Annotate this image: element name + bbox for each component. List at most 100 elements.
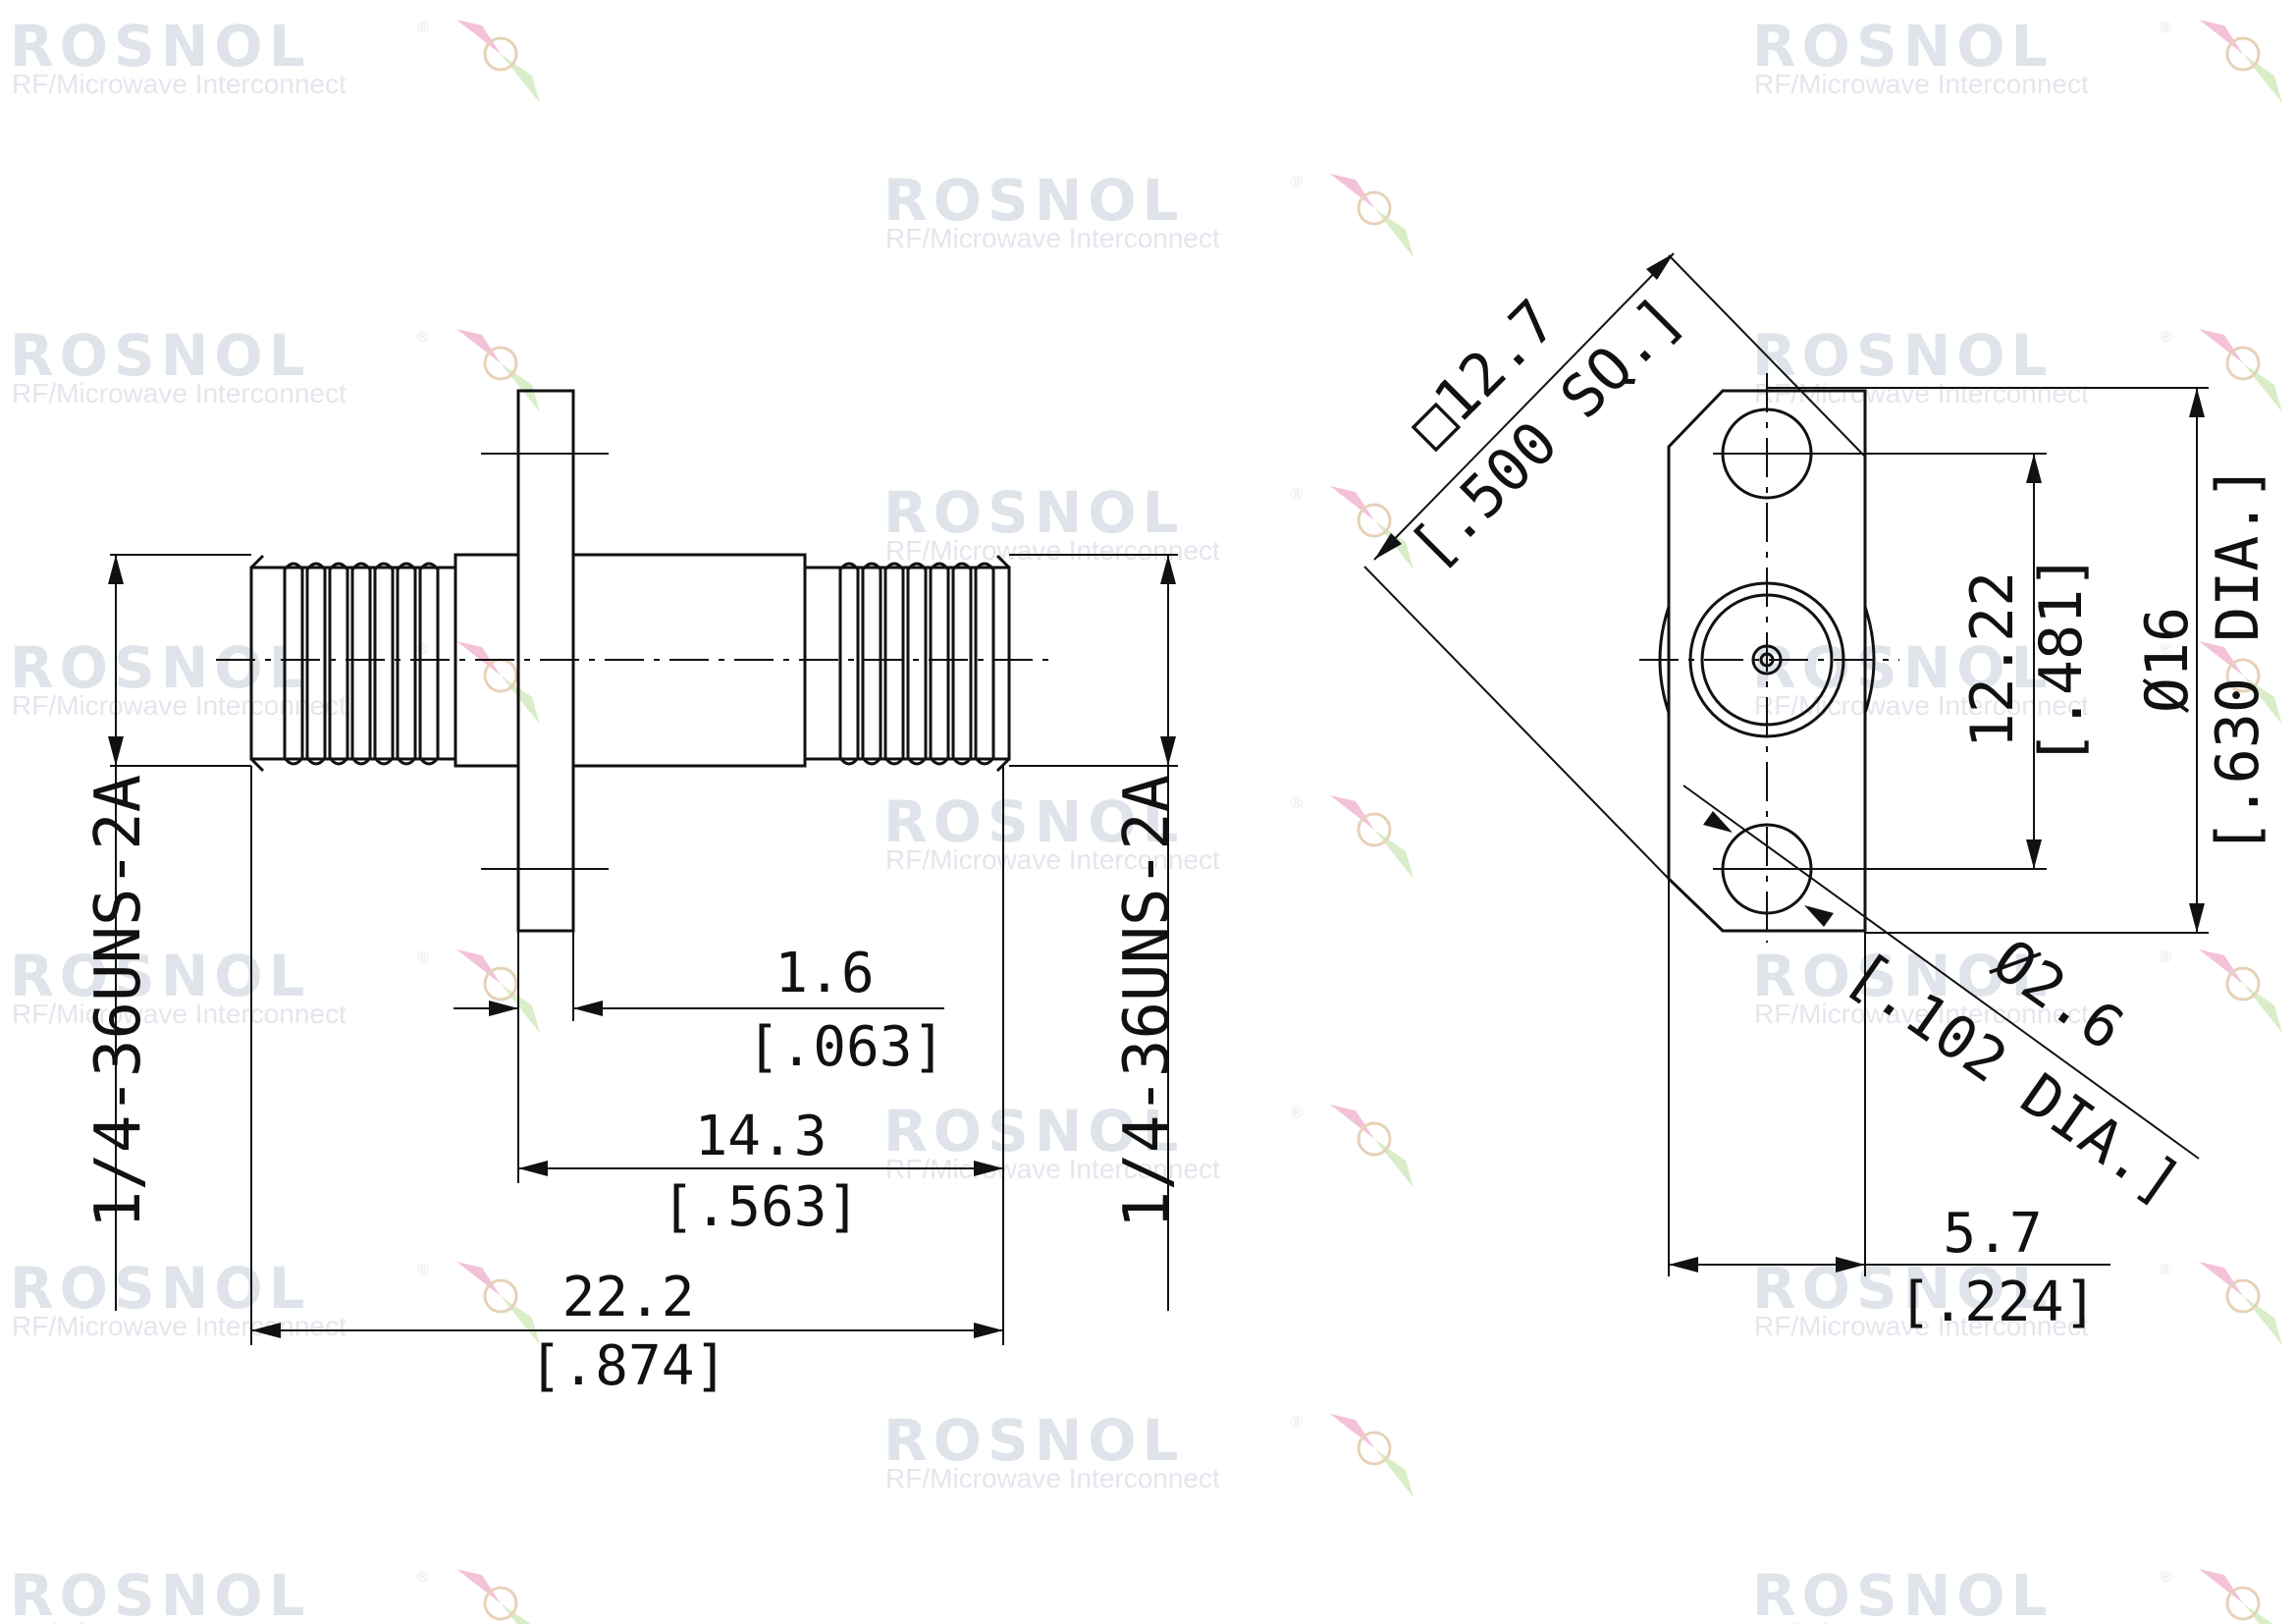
watermark-brand: ROSNOL — [10, 943, 311, 1009]
watermark-registered: ® — [2160, 329, 2171, 346]
overall-length-mm: 22.2 — [562, 1266, 695, 1329]
hole-spacing-arrow-top — [2026, 454, 2042, 483]
watermark-star-icon — [456, 1257, 540, 1345]
flange-dia-arrow-bottom — [2189, 903, 2205, 933]
right-thread-arrow-bottom — [1160, 736, 1176, 766]
watermark-tagline: RF/Microwave Interconnect — [885, 535, 1220, 566]
watermark-registered: ® — [417, 1569, 429, 1586]
thread-rib — [974, 562, 995, 766]
watermark-star-icon — [2199, 1564, 2282, 1624]
flange-to-end-arrow-left — [518, 1161, 548, 1176]
watermark: ROSNOL®RF/Microwave Interconnect — [883, 788, 1414, 879]
thread-rib — [951, 562, 973, 766]
watermark-star-icon — [1330, 1409, 1414, 1497]
watermark-tagline: RF/Microwave Interconnect — [1754, 1618, 2089, 1624]
watermark-layer: ROSNOL®RF/Microwave InterconnectROSNOL®R… — [10, 13, 2282, 1624]
flange-to-end-inch: [.563] — [662, 1175, 860, 1239]
thread-rib — [838, 562, 860, 766]
left-thread-chamfer-top — [249, 554, 265, 569]
thread-rib — [929, 562, 950, 766]
watermark: ROSNOL®RF/Microwave Interconnect — [1752, 13, 2282, 103]
watermark-tagline: RF/Microwave Interconnect — [1754, 69, 2089, 99]
overall-length-arrow-right — [974, 1323, 1003, 1338]
thread-rib — [906, 562, 928, 766]
flange-thk-arrow-right — [573, 1001, 603, 1016]
thread-rib — [328, 562, 349, 766]
watermark: ROSNOL®RF/Microwave Interconnect — [10, 13, 540, 103]
hole-spacing-inch: [.481] — [2027, 554, 2096, 767]
watermark: ROSNOL®RF/Microwave Interconnect — [10, 322, 540, 412]
watermark: ROSNOL®RF/Microwave Interconnect — [883, 167, 1414, 257]
thread-label-left: 1/4-36UNS-2A — [82, 775, 155, 1228]
watermark-brand: ROSNOL — [10, 634, 311, 701]
watermark-star-icon — [1330, 481, 1414, 569]
left-thread-ribs — [283, 562, 440, 766]
watermark-brand: ROSNOL — [883, 479, 1185, 546]
watermark: ROSNOL®RF/Microwave Interconnect — [10, 1255, 540, 1345]
watermark-registered: ® — [2160, 1569, 2171, 1586]
watermark-star-icon — [456, 1564, 540, 1624]
front-view: □12.7 [.500 SQ.] 12.22 [.481] Ø16 [.630 … — [1363, 252, 2272, 1334]
left-thread-chamfer-bottom — [249, 757, 265, 773]
watermark: ROSNOL ® RF/Microwave Interconnect — [1752, 322, 2282, 412]
thread-label-right: 1/4-36UNS-2A — [1111, 775, 1184, 1228]
thread-rib — [861, 562, 882, 766]
watermark-tagline: RF/Microwave Interconnect — [1754, 378, 2089, 408]
side-view: 1/4-36UNS-2A 1/4-36UNS-2A 1.6 [.063] 14.… — [82, 389, 1184, 1398]
watermark: ROSNOL ® RF/Microwave Interconnect — [10, 1562, 540, 1624]
right-thread-ribs — [838, 562, 995, 766]
flange-dia-arrow-top — [2189, 388, 2205, 417]
hole-dia-arrow-inner — [1804, 905, 1834, 927]
right-thread-arrow-top — [1160, 555, 1176, 584]
watermark-brand: ROSNOL — [10, 322, 311, 389]
hole-dia-arrow-outer — [1703, 811, 1733, 833]
watermark-tagline: RF/Microwave Interconnect — [12, 1618, 347, 1624]
left-thread-arrow-top — [108, 555, 124, 584]
watermark-brand: ROSNOL — [883, 1407, 1185, 1474]
watermark-brand: ROSNOL — [10, 13, 311, 80]
watermark: ROSNOL®RF/Microwave Interconnect — [10, 634, 540, 725]
flange-to-end-arrow-right — [974, 1161, 1003, 1176]
watermark-registered: ® — [2160, 20, 2171, 36]
thread-rib — [350, 562, 372, 766]
left-thread-arrow-bottom — [108, 736, 124, 766]
square-ext-upper — [1668, 254, 1866, 458]
watermark-brand: ROSNOL — [1752, 1255, 2054, 1322]
watermark-tagline: RF/Microwave Interconnect — [1754, 1311, 2089, 1341]
flange-thickness-inch: [.063] — [747, 1015, 945, 1079]
watermark-brand: ROSNOL — [883, 788, 1185, 855]
watermark: ROSNOL ® RF/Microwave Interconnect — [883, 1407, 1414, 1497]
flange-width-inch: [.224] — [1898, 1271, 2097, 1334]
flange-thk-arrow-left — [489, 1001, 518, 1016]
watermark-tagline: RF/Microwave Interconnect — [885, 844, 1220, 875]
square-dim-line — [1373, 252, 1675, 561]
width-arrow-right — [1836, 1257, 1865, 1272]
thread-rib — [883, 562, 905, 766]
thread-rib — [283, 562, 304, 766]
watermark-star-icon — [2199, 324, 2282, 412]
watermark-registered: ® — [1291, 1105, 1303, 1121]
watermark-brand: ROSNOL — [1752, 322, 2054, 389]
watermark-star-icon — [1330, 169, 1414, 257]
watermark-tagline: RF/Microwave Interconnect — [885, 1463, 1220, 1493]
watermark-star-icon — [456, 15, 540, 103]
hole-spacing-arrow-bottom — [2026, 839, 2042, 869]
square-arrow-low — [1374, 533, 1402, 560]
watermark-brand: ROSNOL — [10, 1562, 311, 1624]
flange-diameter-inch: [.630 DIA.] — [2204, 464, 2272, 854]
thread-rib — [396, 562, 417, 766]
watermark-star-icon — [2199, 636, 2282, 725]
watermark-registered: ® — [1291, 174, 1303, 190]
watermark-registered: ® — [2160, 1262, 2171, 1278]
flange-diameter-mm: Ø16 — [2133, 607, 2202, 713]
watermark-star-icon — [456, 636, 540, 725]
watermark: ROSNOL®RF/Microwave Interconnect — [1752, 1562, 2282, 1624]
watermark-registered: ® — [417, 20, 429, 36]
watermark-tagline: RF/Microwave Interconnect — [885, 223, 1220, 253]
watermark-registered: ® — [417, 949, 429, 966]
watermark-brand: ROSNOL — [883, 1098, 1185, 1164]
watermark-tagline: RF/Microwave Interconnect — [12, 1311, 347, 1341]
watermark-registered: ® — [1291, 1414, 1303, 1431]
watermark-star-icon — [1330, 790, 1414, 879]
